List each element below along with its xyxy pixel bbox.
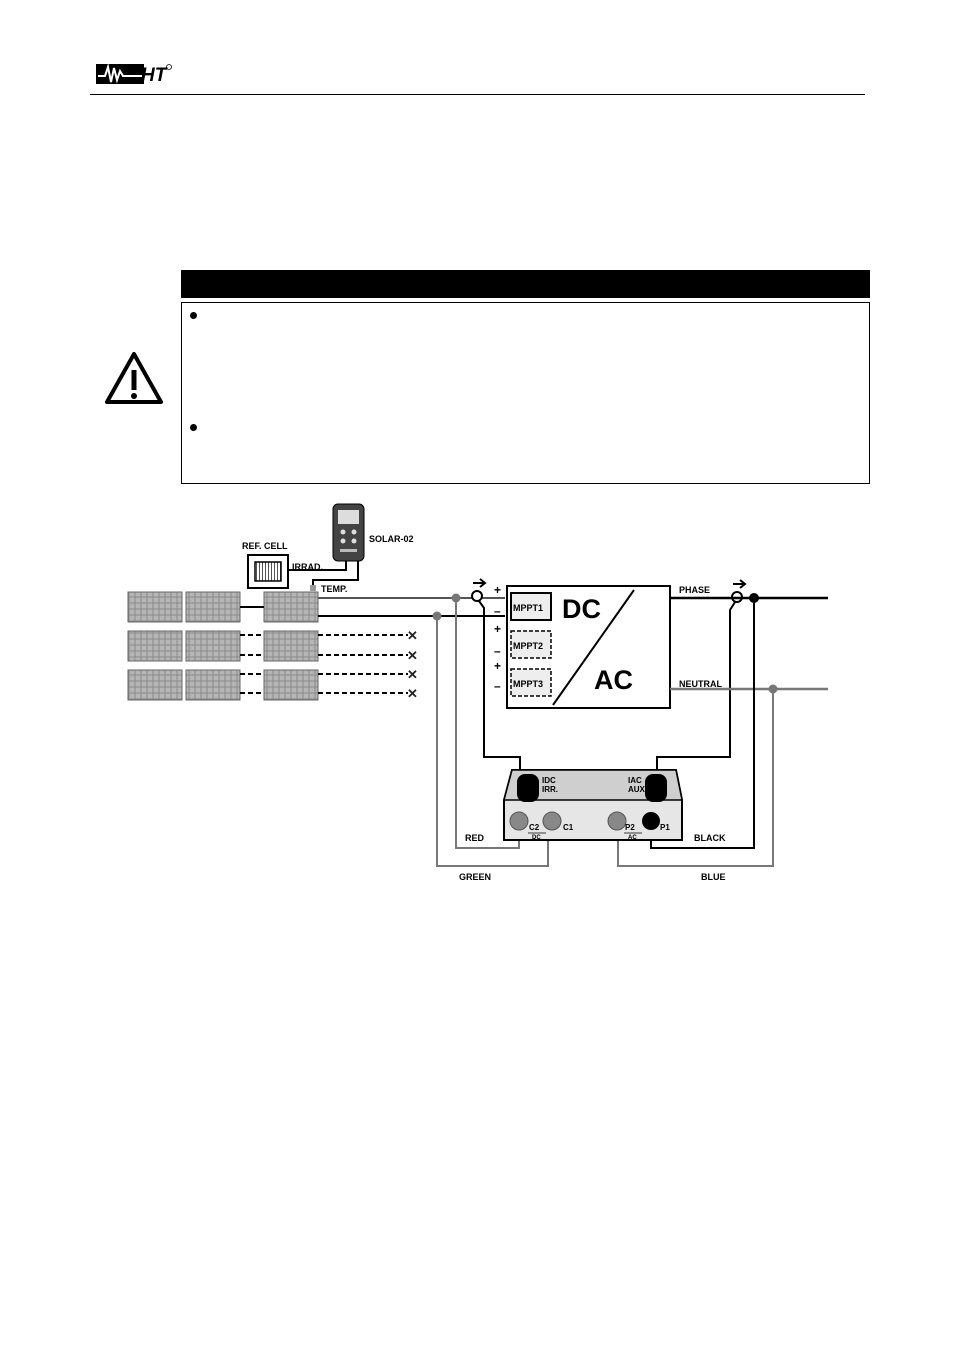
minus-sign: – bbox=[494, 604, 501, 618]
open-end-mark: ✕ bbox=[407, 686, 418, 701]
bullet-point bbox=[190, 424, 197, 431]
solar-panel bbox=[263, 630, 319, 662]
brand-text: HT bbox=[141, 65, 168, 86]
iac-aux-input bbox=[645, 774, 667, 802]
temp-label: TEMP. bbox=[321, 584, 347, 594]
ht-logo: HT bbox=[96, 63, 172, 86]
mppt3-box bbox=[510, 668, 552, 697]
irr-label: IRR. bbox=[542, 785, 558, 794]
blue-lead-label: BLUE bbox=[701, 872, 726, 882]
mppt3-label: MPPT3 bbox=[513, 679, 543, 689]
plus-sign: + bbox=[494, 622, 501, 636]
c2-label: C2 bbox=[529, 823, 540, 832]
c2-socket bbox=[509, 811, 529, 831]
iac-label: IAC bbox=[628, 776, 642, 785]
solar-panel bbox=[185, 591, 241, 623]
solar-panel-row-3 bbox=[127, 669, 319, 701]
open-end-mark: ✕ bbox=[407, 648, 418, 663]
solar-panel-row-2 bbox=[127, 630, 319, 662]
ac-small-label: AC bbox=[628, 835, 637, 841]
solar-02-label: SOLAR-02 bbox=[369, 534, 414, 544]
solar-panel bbox=[127, 630, 183, 662]
dc-small-label: DC bbox=[532, 835, 541, 841]
open-end-mark: ✕ bbox=[407, 628, 418, 643]
ref-cell-label: REF. CELL bbox=[242, 541, 288, 551]
mppt1-box bbox=[510, 592, 552, 621]
open-string-leads bbox=[318, 634, 408, 694]
plus-sign: + bbox=[494, 583, 501, 597]
dc-clamp-icon bbox=[471, 590, 483, 602]
phase-label: PHASE bbox=[679, 585, 710, 595]
header-rule bbox=[90, 94, 865, 95]
mppt2-label: MPPT2 bbox=[513, 641, 543, 651]
plus-sign: + bbox=[494, 659, 501, 673]
solar-panel bbox=[263, 669, 319, 701]
open-end-mark: ✕ bbox=[407, 667, 418, 682]
bullet-point bbox=[190, 312, 197, 319]
minus-sign: – bbox=[494, 679, 501, 693]
solar-02-unit bbox=[332, 503, 365, 562]
temp-probe bbox=[310, 585, 316, 591]
p2-socket bbox=[607, 811, 627, 831]
aux-label: AUX bbox=[628, 785, 646, 794]
mppt2-box bbox=[510, 630, 552, 659]
idc-irr-input bbox=[517, 774, 539, 802]
black-lead-label: BLACK bbox=[694, 833, 726, 843]
solar-panel-row-1 bbox=[127, 591, 319, 623]
p1-label: P1 bbox=[660, 823, 670, 832]
solar-panel bbox=[127, 591, 183, 623]
p1-socket bbox=[642, 812, 660, 830]
p2-label: P2 bbox=[625, 823, 635, 832]
solar-panel bbox=[127, 669, 183, 701]
inverter-dc-label: DC bbox=[562, 594, 601, 624]
inverter-ac-label: AC bbox=[594, 665, 633, 695]
green-lead-label: GREEN bbox=[459, 872, 491, 882]
c1-label: C1 bbox=[563, 823, 574, 832]
warning-triangle-icon bbox=[105, 352, 163, 404]
solar-panel bbox=[185, 669, 241, 701]
test-instrument bbox=[503, 769, 683, 841]
c1-socket bbox=[542, 811, 562, 831]
direction-arrow-icon bbox=[473, 578, 487, 588]
minus-sign: – bbox=[494, 644, 501, 658]
solar-panel bbox=[185, 630, 241, 662]
irrad-label: IRRAD. bbox=[292, 562, 323, 572]
solar-panel bbox=[263, 591, 319, 623]
idc-label: IDC bbox=[542, 776, 556, 785]
neutral-label: NEUTRAL bbox=[679, 679, 722, 689]
red-lead-label: RED bbox=[465, 833, 485, 843]
mppt1-label: MPPT1 bbox=[513, 603, 543, 613]
direction-arrow-icon bbox=[733, 579, 747, 589]
warning-box bbox=[181, 302, 870, 484]
warning-header-bar bbox=[181, 270, 870, 298]
